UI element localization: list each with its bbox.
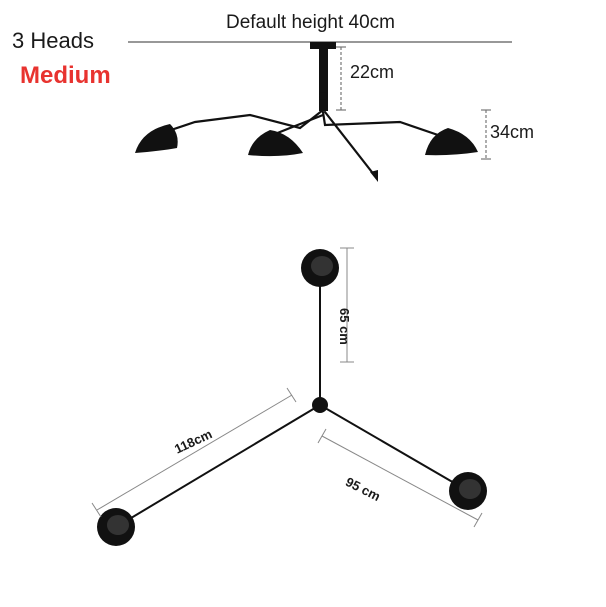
ceiling-canopy <box>310 42 336 49</box>
top-shade-top <box>301 249 339 287</box>
dim-95 <box>317 428 483 528</box>
stem-joint <box>319 92 327 100</box>
default-height-label: Default height 40cm <box>226 12 395 33</box>
shade-dimension <box>481 109 491 160</box>
shade-height-label: 34cm <box>490 122 535 142</box>
middle-arm <box>273 113 325 136</box>
stem-dimension <box>336 46 346 111</box>
arrow-head <box>370 170 378 182</box>
arm-65-label: 65 cm <box>337 308 352 345</box>
left-shade <box>135 124 178 153</box>
right-shade <box>425 128 478 156</box>
top-shade-left <box>97 508 135 546</box>
middle-shade <box>248 130 303 157</box>
heads-count-label: 3 Heads <box>12 28 94 53</box>
right-arm-top <box>319 404 469 492</box>
diagonal-arm <box>323 110 377 178</box>
size-label: Medium <box>20 62 111 89</box>
left-arm <box>163 108 325 134</box>
dim-65 <box>340 247 354 363</box>
dim-118 <box>91 387 297 518</box>
right-arm <box>321 110 440 137</box>
top-view-arms <box>115 270 469 528</box>
hub <box>312 397 328 413</box>
lamp-stem <box>319 49 328 111</box>
top-shade-right <box>449 472 487 510</box>
side-view-arms <box>163 108 440 178</box>
left-long-arm <box>115 404 321 528</box>
stem-length-label: 22cm <box>350 62 395 82</box>
